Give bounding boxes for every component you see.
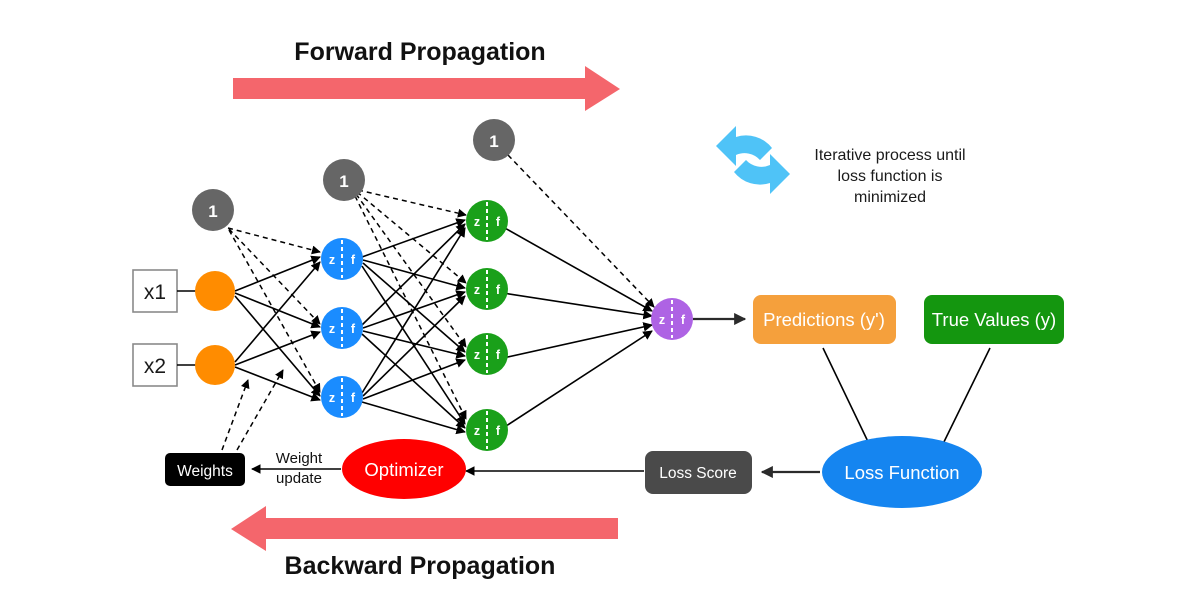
edge-true-values-to-loss-function	[939, 347, 991, 451]
hidden2-neuron-4-z: z	[474, 424, 480, 438]
loss-function-ellipse: Loss Function	[822, 436, 982, 508]
predictions-label: Predictions (y')	[763, 309, 885, 330]
weight-update-label-line1: Weight	[276, 450, 323, 467]
backward-propagation-title: Backward Propagation	[285, 552, 556, 580]
true-values-label: True Values (y)	[932, 309, 1056, 330]
bias-node-2: 1	[323, 159, 365, 201]
refresh-cycle-icon	[716, 126, 790, 194]
edge-predictions-to-loss-function	[822, 347, 873, 451]
output-neuron: z f	[651, 298, 693, 340]
edges-input-to-hidden1	[234, 255, 321, 402]
loss-score-box: Loss Score	[645, 451, 752, 494]
hidden2-neuron-4: z f	[466, 409, 508, 451]
hidden2-neuron-1: z f	[466, 200, 508, 242]
hidden2-neuron-3-z: z	[474, 348, 480, 362]
edges-weights-to-inputs	[221, 369, 284, 451]
loss-function-label: Loss Function	[844, 462, 959, 483]
hidden1-neuron-3: z f	[321, 376, 363, 418]
hidden1-neuron-2-f: f	[351, 322, 356, 336]
hidden1-neuron-1-z: z	[329, 253, 335, 267]
hidden2-neuron-2-z: z	[474, 283, 480, 297]
hidden1-neuron-2-z: z	[329, 322, 335, 336]
bias-node-3-label: 1	[489, 132, 498, 151]
iterative-note-line2: loss function is	[838, 168, 943, 185]
forward-propagation-title: Forward Propagation	[294, 38, 545, 66]
bias-node-3: 1	[473, 119, 515, 161]
hidden2-neuron-1-z: z	[474, 215, 480, 229]
hidden2-neuron-3-f: f	[496, 348, 501, 362]
true-values-box: True Values (y)	[924, 295, 1064, 344]
input-neuron-1	[195, 271, 235, 311]
backward-propagation-arrow	[231, 506, 618, 551]
output-neuron-f: f	[681, 313, 686, 327]
forward-propagation-arrow	[233, 66, 620, 111]
iterative-note-line1: Iterative process until	[814, 147, 965, 164]
input-x1-label: x1	[144, 281, 166, 304]
hidden2-neuron-2: z f	[466, 268, 508, 310]
edges-hidden2-to-output	[502, 226, 653, 429]
optimizer-label: Optimizer	[364, 459, 443, 480]
hidden1-neuron-3-f: f	[351, 391, 356, 405]
hidden2-neuron-1-f: f	[496, 215, 501, 229]
hidden2-neuron-3: z f	[466, 333, 508, 375]
input-x2-label: x2	[144, 355, 166, 378]
edges-bias3-to-output	[507, 154, 655, 308]
bias-node-2-label: 1	[339, 172, 348, 191]
hidden1-neuron-2: z f	[321, 307, 363, 349]
predictions-box: Predictions (y')	[753, 295, 896, 344]
input-x2: x2	[132, 343, 213, 387]
hidden1-neuron-1-f: f	[351, 253, 356, 267]
hidden2-neuron-2-f: f	[496, 283, 501, 297]
edges-hidden1-to-hidden2	[361, 218, 466, 435]
edges-bias1-to-hidden1	[227, 227, 321, 393]
weights-label: Weights	[177, 463, 233, 480]
hidden1-neuron-1: z f	[321, 238, 363, 280]
hidden2-neuron-4-f: f	[496, 424, 501, 438]
input-neuron-2	[195, 345, 235, 385]
weight-update-label-line2: update	[276, 470, 322, 487]
output-neuron-z: z	[659, 313, 665, 327]
hidden1-neuron-3-z: z	[329, 391, 335, 405]
edges-bias2-to-hidden2	[354, 189, 467, 420]
bias-node-1-label: 1	[208, 202, 217, 221]
optimizer-ellipse: Optimizer	[342, 439, 466, 499]
weights-box: Weights	[165, 453, 245, 486]
loss-score-label: Loss Score	[659, 465, 737, 482]
input-x1: x1	[132, 269, 213, 313]
bias-node-1: 1	[192, 189, 234, 231]
iterative-note-line3: minimized	[854, 189, 926, 206]
